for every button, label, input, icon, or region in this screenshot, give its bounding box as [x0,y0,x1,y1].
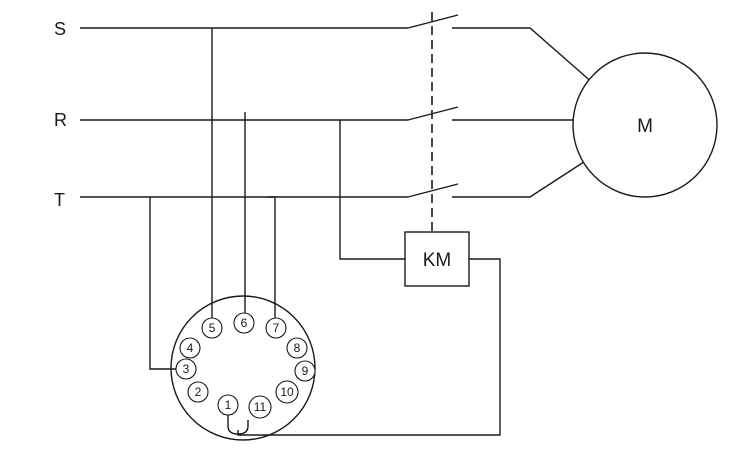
coil-feed-r [339,120,405,260]
svg-text:7: 7 [273,321,280,335]
pin-6: 6 [233,312,255,334]
svg-text:3: 3 [183,362,190,376]
svg-text:5: 5 [209,321,216,335]
pin-4: 4 [179,337,201,359]
pin-1: 1 [217,394,239,416]
svg-text:8: 8 [294,341,301,355]
contactor-label: KM [423,250,452,271]
svg-text:2: 2 [195,385,202,399]
pin-11: 11 [248,395,272,419]
motor-lead-s [452,27,595,85]
phase-label-r: R [54,110,67,130]
pin-5: 5 [201,317,223,339]
svg-text:1: 1 [225,398,232,412]
drop-t-to-pin3 [149,197,176,370]
motor-symbol [572,52,718,198]
pin-7: 7 [265,317,287,339]
main-contact-r [407,106,459,121]
svg-text:10: 10 [280,385,294,399]
main-contact-t [407,183,459,198]
drop-t-to-pin7 [268,196,276,318]
pin1-return-loop [227,413,249,435]
pin-10: 10 [275,380,299,404]
svg-text:11: 11 [254,400,267,414]
svg-text:6: 6 [241,316,248,330]
phase-label-s: S [54,19,66,39]
svg-text:9: 9 [302,364,309,378]
pin-9: 9 [294,360,316,382]
pin-2: 2 [187,381,209,403]
motor-lead-t [452,157,591,198]
motor-label: M [637,116,653,137]
pin-8: 8 [286,337,308,359]
pin-3: 3 [175,358,197,380]
svg-text:4: 4 [187,341,194,355]
phase-label-t: T [54,190,65,210]
main-contact-s [407,14,459,29]
